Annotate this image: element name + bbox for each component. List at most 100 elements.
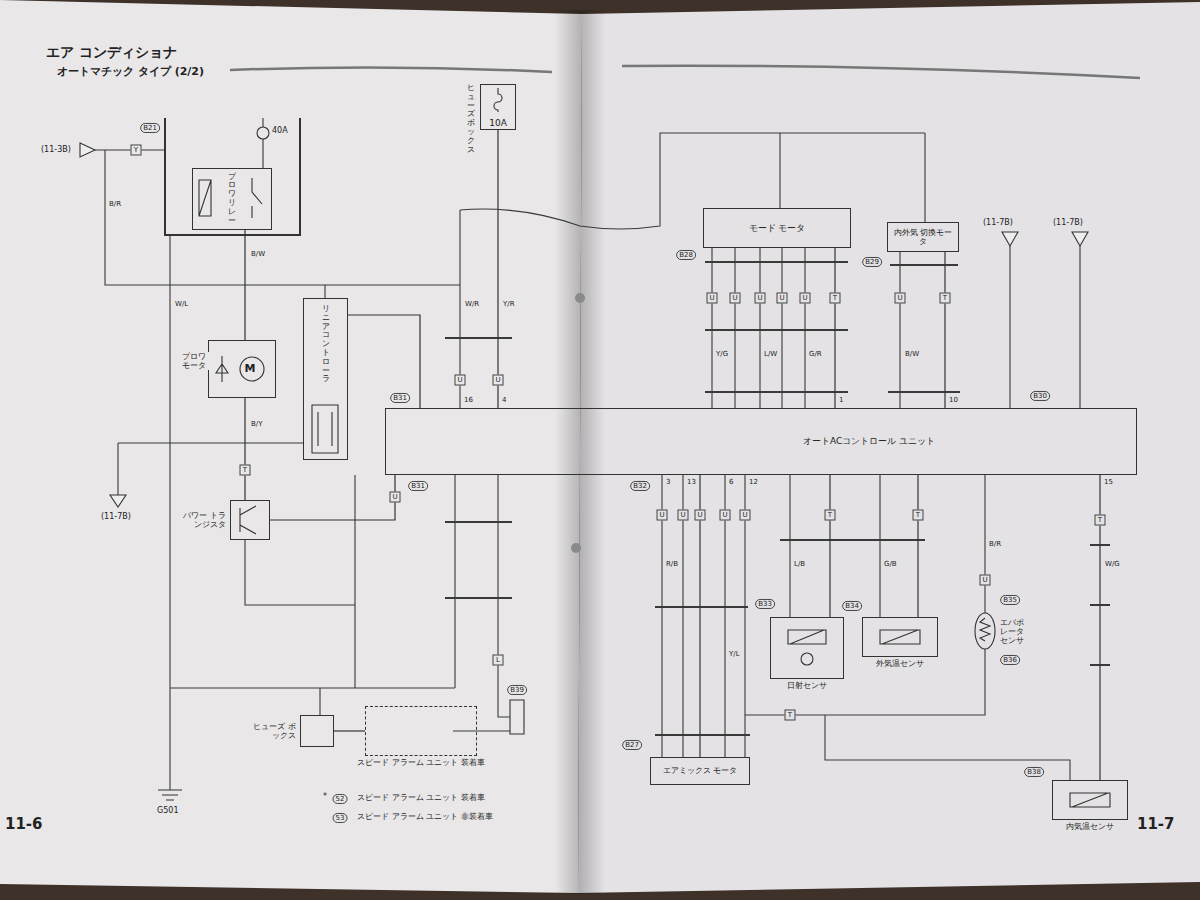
- connector-code: 53: [333, 813, 348, 823]
- motor-box: モード モータ: [703, 208, 851, 248]
- connector-code: B29: [862, 257, 882, 267]
- wire-connector: [497, 130, 498, 408]
- ground-symbol: [158, 790, 182, 800]
- wire-color: R/B: [665, 560, 679, 568]
- optional-unit-box: スピード アラーム ユニット 装着車: [365, 706, 477, 756]
- terminal-tag: T: [825, 510, 836, 521]
- node-caption: 外気温センサ: [875, 659, 925, 668]
- sensor-symbol: [788, 630, 826, 644]
- wire-connector: [944, 252, 945, 408]
- terminal-tag: U: [695, 510, 706, 521]
- wire-color: G/R: [808, 350, 823, 358]
- connector-code: B34: [842, 601, 862, 611]
- controller-symbol: [312, 405, 338, 453]
- node-text: オートACコントロール ユニット: [803, 436, 935, 446]
- fuse-symbol: [257, 127, 269, 139]
- note-text: *: [322, 792, 328, 801]
- terminal-tag: U: [707, 293, 718, 304]
- wire-color: Y/G: [715, 350, 729, 358]
- note-text: (11-7B): [1052, 218, 1084, 227]
- wire-color: L/B: [793, 560, 806, 568]
- wire-connector: [244, 230, 245, 340]
- connector-code: B30: [1030, 391, 1050, 401]
- terminal-tag: U: [493, 375, 504, 386]
- wire-color: W/G: [1104, 560, 1121, 568]
- wire-connector: [917, 475, 918, 617]
- terminal-tag: U: [895, 293, 906, 304]
- node-text: 10A: [489, 118, 507, 128]
- wire-color: B/W: [904, 350, 920, 358]
- wire: [460, 133, 925, 408]
- control-unit: オートACコントロール ユニット: [385, 408, 1137, 475]
- terminal-tag: U: [777, 293, 788, 304]
- pin-number: 4: [501, 396, 507, 404]
- sensor-box: 内気温センサ: [1052, 780, 1128, 820]
- terminal-tag: T: [830, 293, 841, 304]
- thermistor-symbol: [975, 613, 995, 649]
- terminal-tag: T: [240, 465, 251, 476]
- page-number: 11-6: [4, 816, 44, 833]
- connector-bar: [445, 262, 1110, 735]
- wire: [170, 475, 510, 731]
- node-caption: パワー トランジスタ: [175, 511, 227, 529]
- connector-code: B27: [622, 740, 642, 750]
- pin-number: 15: [1103, 478, 1114, 486]
- joint-connector: [510, 700, 524, 734]
- terminal-tag: U: [800, 293, 811, 304]
- terminal-tag: U: [657, 510, 668, 521]
- wire: [712, 246, 1080, 408]
- note-text: 40A: [271, 126, 289, 135]
- diagram-title: エア コンディショナ: [46, 44, 177, 62]
- note-text: (11-7B): [982, 218, 1014, 227]
- wire-connector: [348, 315, 420, 408]
- header-rule: [230, 67, 552, 72]
- terminal-tag: U: [740, 510, 751, 521]
- motor-box: M: [208, 340, 276, 398]
- fuse-box: ヒューズ ボックス: [300, 715, 334, 747]
- note-text: (11-3B): [40, 145, 72, 154]
- terminal-tag: T: [940, 293, 951, 304]
- left-page: [0, 0, 582, 893]
- wire-color: G/B: [883, 560, 898, 568]
- node-text: ブロワリレー: [228, 173, 236, 226]
- connector-code: B28: [676, 250, 696, 260]
- thermistor-symbol: [980, 618, 990, 641]
- terminal-tag: T: [913, 510, 924, 521]
- node-text: 内外気 切換モータ: [892, 228, 954, 246]
- connector-code: B32: [630, 481, 650, 491]
- signal-triangle: [1072, 232, 1088, 246]
- diode-symbol: [216, 356, 228, 382]
- terminal-tag: L: [493, 655, 504, 666]
- sensor-box: 外気温センサ: [862, 617, 938, 657]
- wire-color: B/R: [108, 200, 122, 208]
- relay-box: ブロワリレー: [192, 168, 272, 230]
- terminal-tag: Y: [131, 145, 142, 156]
- connector-code: B21: [140, 123, 160, 133]
- motor-box: 内外気 切換モータ: [887, 222, 959, 252]
- photo-diode: [801, 653, 813, 665]
- wire-color: W/L: [174, 300, 189, 308]
- pin-number: 6: [728, 478, 734, 486]
- note-text: (11-7B): [100, 512, 132, 521]
- wire-connector: [244, 398, 245, 500]
- relay-box-bracket: [165, 118, 300, 235]
- wire-color: L/W: [763, 350, 778, 358]
- terminal-tag: U: [730, 293, 741, 304]
- part-name: ヒューズ ボックス: [466, 84, 476, 154]
- part-name: ブロワ モータ: [181, 352, 209, 370]
- wire-color: B/W: [250, 250, 266, 258]
- connector-code: B38: [1024, 767, 1044, 777]
- motor-box: エアミックス モータ: [650, 757, 750, 785]
- terminal-tag: U: [455, 375, 466, 386]
- pin-number: 16: [463, 396, 474, 404]
- sensor-symbol: [1070, 793, 1110, 807]
- signal-triangle: [110, 495, 126, 507]
- sensor-box: 日射センサ: [770, 617, 844, 679]
- node-text: リニア コントローラ: [322, 305, 330, 384]
- terminal-tag: T: [785, 710, 796, 721]
- wire-color: B/Y: [250, 420, 263, 428]
